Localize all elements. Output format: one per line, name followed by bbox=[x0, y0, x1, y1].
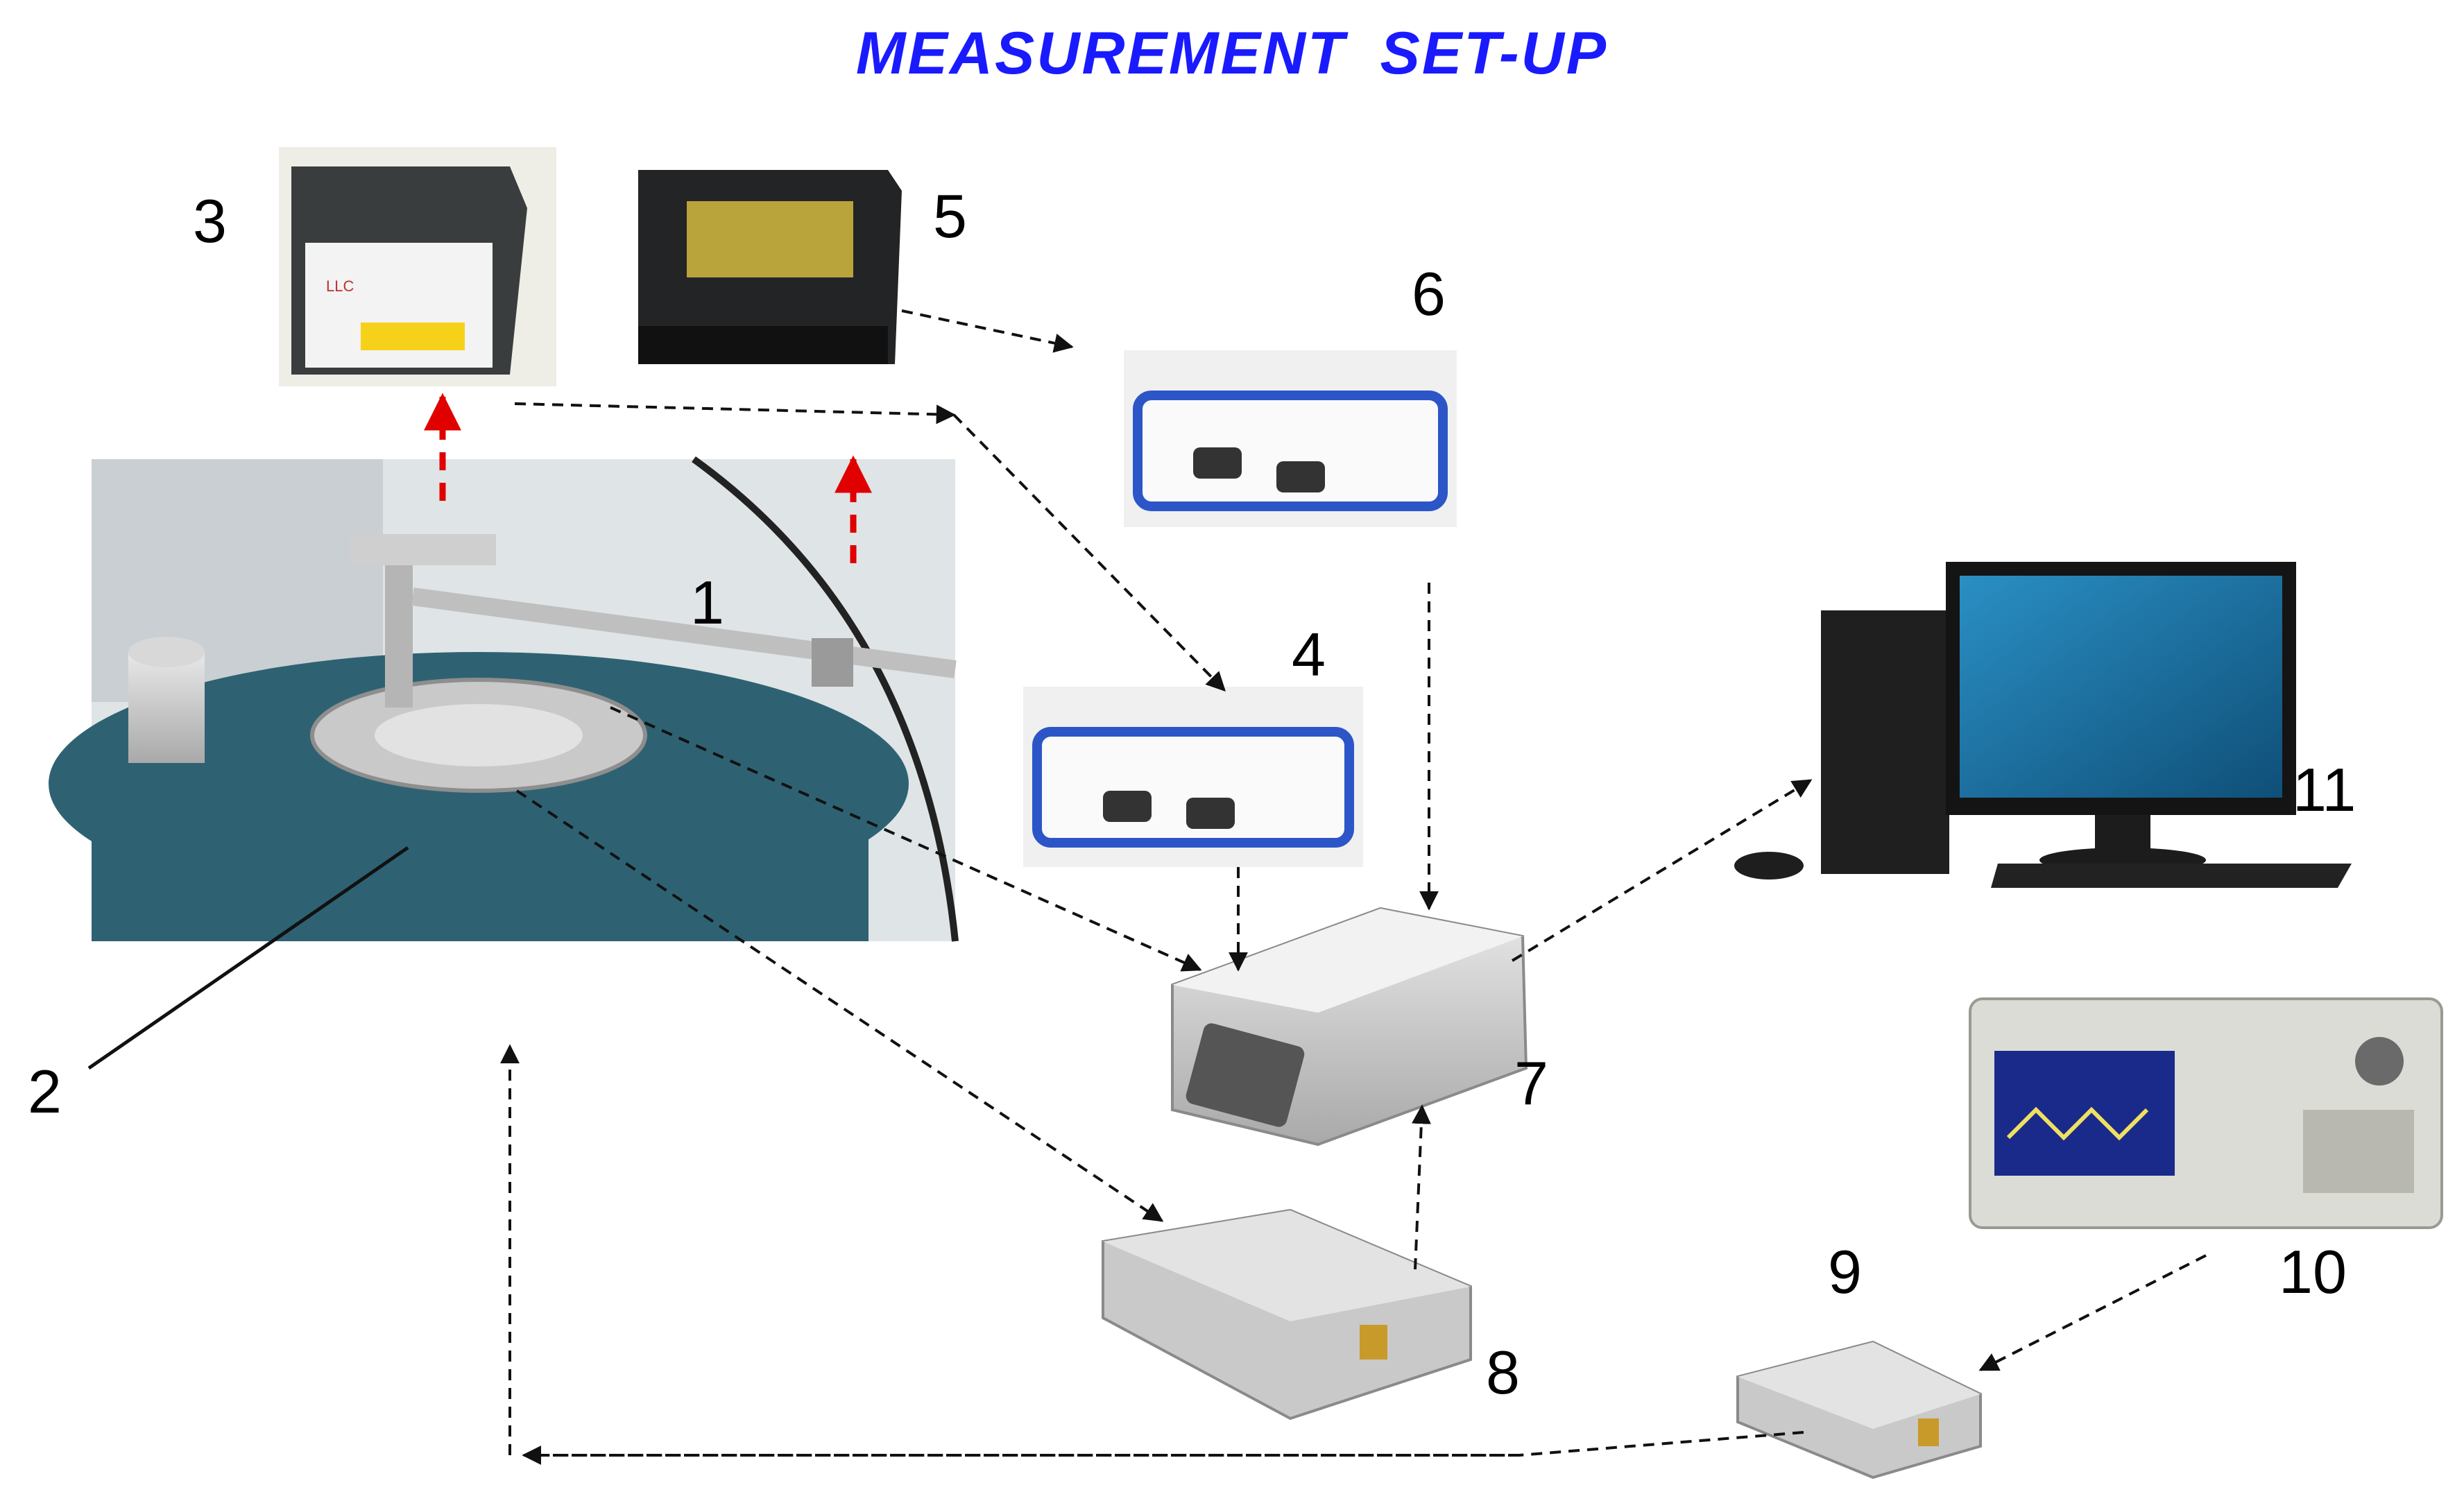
arrow-generator-to-amplifier9 bbox=[1978, 1254, 2207, 1371]
svg-text:LLC: LLC bbox=[326, 277, 354, 295]
computer bbox=[1734, 562, 2352, 888]
label-5: 5 bbox=[933, 182, 967, 250]
shaker-with-cantilever-photo bbox=[49, 456, 959, 942]
arrow-sensor3-to-controller4 bbox=[514, 402, 956, 424]
arrow-sensor5-to-controller6 bbox=[901, 309, 1074, 353]
sensor-controller-4 bbox=[1023, 687, 1363, 867]
arrow-amplifier8-to-daq bbox=[1411, 1104, 1431, 1270]
label-10: 10 bbox=[2279, 1237, 2347, 1306]
arrow-daq-to-computer bbox=[1511, 779, 1813, 962]
label-7: 7 bbox=[1514, 1049, 1548, 1117]
label-8: 8 bbox=[1486, 1338, 1520, 1407]
label-6: 6 bbox=[1412, 259, 1446, 328]
diagram-title: MEASUREMENT SET-UP bbox=[855, 20, 1609, 87]
arrow-controller4-route bbox=[952, 413, 1226, 692]
amplifier-8 bbox=[1102, 1208, 1472, 1421]
label-11: 11 bbox=[2293, 755, 2356, 824]
label-3: 3 bbox=[193, 187, 227, 255]
label-2-leader bbox=[87, 846, 409, 1070]
laser-sensor-5 bbox=[638, 170, 902, 364]
label-1: 1 bbox=[690, 568, 724, 637]
label-2: 2 bbox=[28, 1057, 62, 1126]
laser-beams bbox=[424, 393, 872, 563]
label-4: 4 bbox=[1292, 620, 1326, 689]
label-9: 9 bbox=[1828, 1237, 1862, 1306]
arrow-shaker-to-amplifier8 bbox=[515, 789, 1164, 1222]
connection-arrows bbox=[500, 309, 2207, 1465]
sensor-controller-6 bbox=[1124, 350, 1457, 527]
amplifier-9 bbox=[1736, 1340, 1982, 1479]
arrow-amplifier9-to-shaker-a bbox=[534, 1431, 1804, 1457]
function-generator bbox=[1969, 997, 2443, 1229]
laser-sensor-3: LLC bbox=[279, 147, 556, 386]
arrow-shaker-to-daq bbox=[610, 706, 1202, 972]
data-acquisition-card bbox=[1171, 907, 1528, 1147]
